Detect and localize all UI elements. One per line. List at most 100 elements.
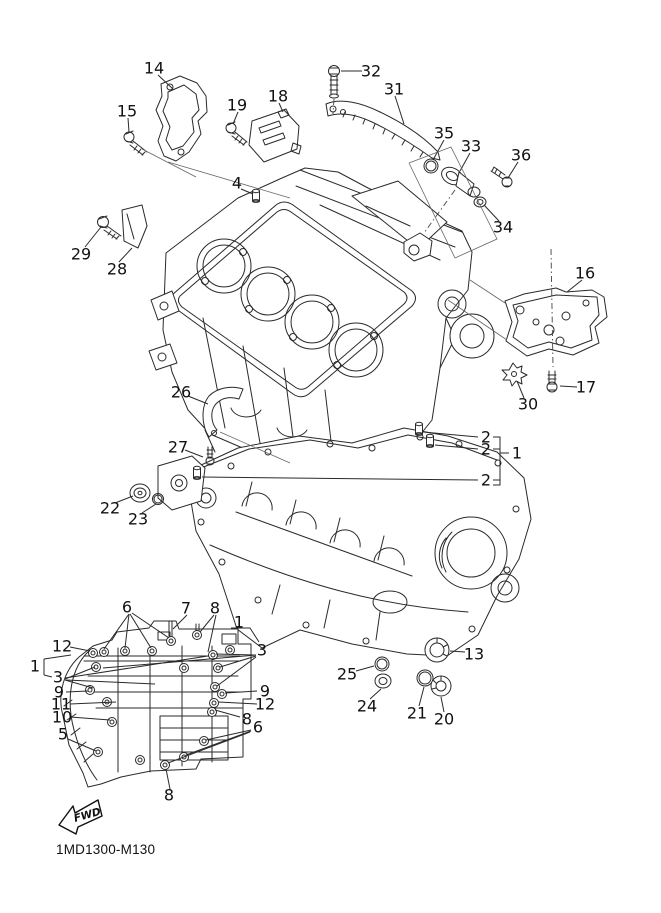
part-25-oring (374, 656, 390, 672)
part-17-bolt (546, 370, 558, 393)
leader-3a-3 (216, 656, 257, 687)
callout-6a: 6 (121, 597, 133, 617)
leader-36 (507, 161, 519, 179)
part-32-bolt (328, 65, 340, 99)
leader-6b-2 (185, 730, 252, 756)
align-16-2 (447, 299, 508, 341)
part-18-plate (248, 108, 302, 163)
callout-14: 14 (143, 58, 165, 78)
callout-22: 22 (99, 498, 121, 518)
callout-7: 7 (180, 598, 192, 618)
part-13-plug (424, 637, 450, 663)
leader-20 (440, 696, 445, 713)
leader-25 (355, 665, 375, 672)
align-line-26 (219, 431, 291, 464)
callout-1c: 1 (29, 656, 41, 676)
leader-10 (69, 716, 111, 721)
leader-2a (422, 431, 479, 438)
part-24-plug (374, 673, 392, 689)
callout-3a: 3 (256, 640, 268, 660)
group-bracket-1 (493, 436, 501, 486)
part-35-oring (423, 158, 439, 174)
callout-21: 21 (406, 703, 428, 723)
callout-12b: 12 (254, 694, 276, 714)
window-sensor (408, 146, 498, 259)
leader-22 (114, 495, 134, 504)
callout-2b: 2 (480, 439, 492, 459)
leader-24 (369, 688, 382, 700)
callout-25: 25 (336, 664, 358, 684)
leader-35 (432, 139, 445, 161)
axis-bolt32 (332, 98, 335, 115)
callout-9b: 9 (259, 681, 271, 701)
group-1b (231, 627, 260, 643)
callout-9a: 9 (53, 682, 65, 702)
part-21-oring (416, 669, 434, 687)
leader-19 (232, 111, 239, 125)
part-33-sensor (441, 166, 481, 198)
leader-28 (118, 247, 133, 263)
callout-2c: 2 (480, 470, 492, 490)
callout-30: 30 (517, 394, 539, 414)
leader-31 (394, 95, 405, 125)
callout-27: 27 (167, 437, 189, 457)
callout-17: 17 (575, 377, 597, 397)
leader-34 (483, 204, 500, 222)
callout-26: 26 (170, 382, 192, 402)
leader-23 (141, 503, 157, 514)
leader-9a (65, 690, 89, 693)
callout-1a: 1 (511, 443, 523, 463)
leader-21 (418, 686, 425, 707)
callout-15: 15 (116, 101, 138, 121)
leader-11 (69, 701, 117, 705)
callout-4: 4 (231, 173, 243, 193)
leader-3a-2 (219, 655, 257, 668)
align-16-1 (469, 279, 506, 304)
part-27-bolt (205, 446, 215, 466)
callout-8c: 8 (163, 785, 175, 805)
leader-3b-3 (65, 679, 156, 685)
part-29-bolt (97, 215, 122, 240)
group-1c-t2 (43, 674, 53, 678)
callout-24: 24 (356, 696, 378, 716)
callout-10: 10 (51, 707, 73, 727)
part-31-strip (325, 100, 441, 161)
leader-8c (165, 768, 171, 790)
align-line-1 (167, 161, 291, 199)
leader-7 (172, 614, 188, 630)
fwd-direction-flag: FWD (58, 799, 103, 835)
leader-2b (434, 444, 479, 450)
align-line-2 (141, 148, 197, 178)
leader-12b (217, 701, 258, 705)
leader-5 (67, 738, 97, 752)
axis-sensor (423, 189, 456, 234)
callout-20: 20 (433, 709, 455, 729)
leader-3a-4 (102, 654, 257, 669)
callout-6b: 6 (252, 717, 264, 737)
callout-2a: 2 (480, 427, 492, 447)
leader-6-1 (103, 613, 130, 650)
leader-12a (69, 646, 91, 652)
leader-6-4 (131, 612, 170, 639)
leader-13 (449, 650, 466, 653)
callout-36: 36 (510, 145, 532, 165)
callout-19: 19 (226, 95, 248, 115)
part-30-impeller (501, 362, 528, 387)
leader-26 (187, 395, 209, 405)
callout-34: 34 (492, 217, 514, 237)
callout-32: 32 (360, 61, 382, 81)
callout-16: 16 (574, 263, 596, 283)
leader-2c (201, 476, 479, 481)
leader-29 (84, 226, 102, 248)
leader-8b (214, 709, 241, 718)
callout-1b: 1 (233, 612, 245, 632)
callout-13: 13 (463, 644, 485, 664)
callout-35: 35 (433, 123, 455, 143)
leader-9b (224, 690, 258, 694)
callout-3b: 3 (52, 667, 64, 687)
leader-3b-2 (64, 679, 94, 689)
callout-33: 33 (460, 136, 482, 156)
